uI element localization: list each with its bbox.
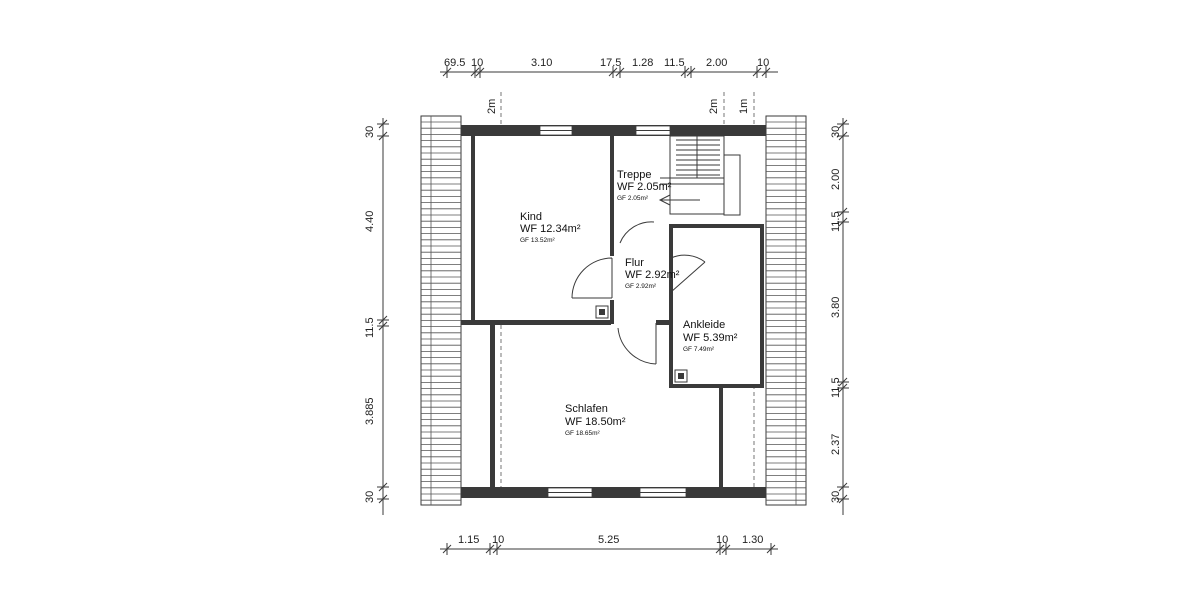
- dim-top-3-10: 3.10: [531, 57, 552, 69]
- dimension-tick-slash: [838, 482, 848, 492]
- dim-top-1-28: 1.28: [632, 57, 653, 69]
- dimension-tick-slash: [485, 544, 495, 554]
- door-schlafen: [617, 323, 657, 365]
- room-schlafen: Schlafen WF 18.50m² GF 18.65m²: [565, 403, 626, 437]
- dimension-tick-slash: [715, 544, 725, 554]
- dim-right-2-00: 2.00: [830, 169, 842, 190]
- room-flur-gf: GF 2.92m²: [625, 283, 657, 290]
- room-treppe-name: Treppe: [617, 169, 651, 181]
- right-dimension-line: 30 2.00 11.5 3.80 11.5 2.37 30: [830, 118, 849, 515]
- room-kind: Kind WF 12.34m² GF 13.52m²: [520, 211, 581, 244]
- dimension-tick-slash: [838, 383, 848, 393]
- room-ankleide-gf: GF 7.49m²: [683, 346, 715, 353]
- dimension-tick-slash: [680, 67, 690, 77]
- dim-left-30a: 30: [364, 126, 376, 138]
- dim-bottom-10a: 10: [492, 534, 504, 546]
- dimension-tick-slash: [838, 494, 848, 504]
- dim-bottom-10b: 10: [716, 534, 728, 546]
- room-ankleide-name: Ankleide: [683, 319, 725, 331]
- dim-left-30b: 30: [364, 491, 376, 503]
- dim-right-11-5b: 11.5: [830, 377, 842, 398]
- dimension-tick-slash: [766, 544, 776, 554]
- room-ankleide-wf: WF 5.39m²: [683, 332, 738, 344]
- room-schlafen-gf: GF 18.65m²: [565, 430, 601, 437]
- dimension-tick-slash: [838, 131, 848, 141]
- dim-right-3-80: 3.80: [830, 297, 842, 318]
- dimension-tick-slash: [442, 544, 452, 554]
- roof-right: [765, 115, 807, 506]
- dimension-tick-slash: [615, 67, 625, 77]
- exterior-walls: [461, 125, 766, 498]
- dim-bottom-1-15: 1.15: [458, 534, 479, 546]
- clearance-label-left: 2m: [486, 99, 498, 114]
- dim-bottom-5-25: 5.25: [598, 534, 619, 546]
- dimension-tick-slash: [442, 67, 452, 77]
- dim-right-30b: 30: [830, 491, 842, 503]
- windows: [539, 125, 687, 498]
- dim-top-17-5: 17.5: [600, 57, 621, 69]
- clearance-label-mid: 2m: [708, 99, 720, 114]
- dimension-tick-slash: [378, 119, 388, 129]
- dimension-tick-slash: [721, 544, 731, 554]
- room-schlafen-wf: WF 18.50m²: [565, 416, 626, 428]
- dim-bottom-1-30: 1.30: [742, 534, 763, 546]
- dimension-tick-slash: [838, 377, 848, 387]
- door-ankleide: [670, 254, 706, 292]
- dimension-tick-slash: [752, 67, 762, 77]
- room-flur-wf: WF 2.92m²: [625, 269, 680, 281]
- dim-top-69-5: 69.5: [444, 57, 465, 69]
- door-kind: [571, 257, 613, 299]
- dimension-tick-slash: [608, 67, 618, 77]
- room-treppe: Treppe WF 2.05m² GF 2.05m²: [617, 169, 672, 202]
- dim-top-11-5: 11.5: [664, 57, 685, 69]
- dimension-tick-slash: [838, 119, 848, 129]
- room-ankleide: Ankleide WF 5.39m² GF 7.49m²: [683, 319, 738, 353]
- dimension-tick-slash: [838, 217, 848, 227]
- dimension-tick-slash: [838, 207, 848, 217]
- bottom-dimension-line: 1.15 10 5.25 10 1.30: [440, 534, 778, 555]
- interior-walls: [461, 136, 764, 487]
- room-treppe-gf: GF 2.05m²: [617, 195, 649, 202]
- dimension-tick-slash: [686, 67, 696, 77]
- dimension-tick-slash: [378, 315, 388, 325]
- dimension-tick-slash: [761, 67, 771, 77]
- room-flur-name: Flur: [625, 257, 644, 269]
- doors: [571, 221, 706, 365]
- dim-left-11-5: 11.5: [364, 317, 376, 338]
- room-kind-gf: GF 13.52m²: [520, 237, 556, 244]
- dimension-tick-slash: [492, 544, 502, 554]
- dim-left-3-885: 3.885: [364, 397, 376, 425]
- room-treppe-wf: WF 2.05m²: [617, 181, 672, 193]
- roof-left: [420, 115, 462, 506]
- dim-top-2-00: 2.00: [706, 57, 727, 69]
- room-schlafen-name: Schlafen: [565, 403, 608, 415]
- room-kind-name: Kind: [520, 211, 542, 223]
- dimension-tick-slash: [378, 321, 388, 331]
- left-dimension-line: 30 4.40 11.5 3.885 30: [364, 118, 389, 515]
- dimension-tick-slash: [470, 67, 480, 77]
- dim-right-2-37: 2.37: [830, 434, 842, 455]
- clearance-label-right: 1m: [738, 99, 750, 114]
- dim-top-10b: 10: [757, 57, 769, 69]
- dimension-tick-slash: [378, 482, 388, 492]
- dim-top-10a: 10: [471, 57, 483, 69]
- dim-left-4-40: 4.40: [364, 211, 376, 232]
- dim-right-30a: 30: [830, 126, 842, 138]
- dimension-tick-slash: [378, 131, 388, 141]
- dimension-tick-slash: [378, 494, 388, 504]
- room-flur: Flur WF 2.92m² GF 2.92m²: [625, 257, 680, 290]
- dim-right-11-5a: 11.5: [830, 211, 842, 232]
- door-treppe: [619, 221, 655, 244]
- staircase: [658, 135, 741, 216]
- top-dimension-line: 69.5 10 3.10 17.5 1.28 11.5 2.00 10: [440, 57, 778, 78]
- dimension-tick-slash: [475, 67, 485, 77]
- room-kind-wf: WF 12.34m²: [520, 223, 581, 235]
- clearance-lines: 2m 2m 1m: [486, 92, 755, 488]
